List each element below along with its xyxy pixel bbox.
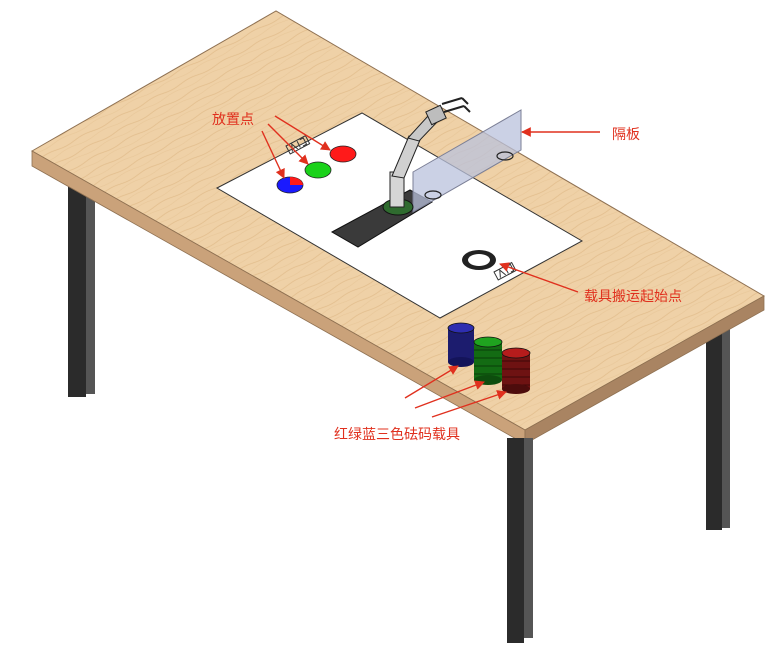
- arrow-carrier-blue: [404, 365, 459, 399]
- placement-green-circle: [304, 161, 332, 179]
- placement-red-circle: [329, 145, 357, 163]
- partition-panel: [412, 109, 522, 213]
- weight-carriers: [447, 322, 531, 394]
- carrier-start-point: [462, 250, 517, 281]
- robot-wrist: [425, 104, 447, 126]
- leg-front-left-side: [524, 438, 533, 638]
- label-placement-points: 放置点: [212, 112, 254, 128]
- robot-arm: [382, 97, 471, 216]
- arrow-placement-blue: [261, 130, 285, 179]
- leg-right-rear-side: [722, 312, 730, 528]
- carrier-blue: [447, 322, 475, 367]
- placement-blue-circle-red-wedge: [290, 177, 303, 185]
- leg-right-rear: [706, 312, 722, 530]
- arrow-carrier-green: [414, 380, 485, 409]
- arrow-carrier-red: [431, 390, 507, 418]
- carrier-red: [501, 347, 531, 394]
- leg-back-left: [68, 182, 86, 397]
- table-legs-back: [68, 182, 730, 530]
- label-partition: 隔板: [612, 127, 640, 143]
- label-carrier-start-point: 载具搬运起始点: [584, 289, 682, 305]
- table-legs-front: [507, 438, 533, 643]
- partition-glass: [412, 109, 522, 213]
- label-weight-carriers: 红绿蓝三色砝码载具: [334, 427, 460, 443]
- mat-mark-left: [285, 134, 311, 155]
- partition-foot-left: [424, 190, 442, 200]
- carrier-green: [473, 336, 503, 385]
- annotation-arrows: [261, 115, 600, 418]
- arrow-placement-red: [274, 115, 331, 151]
- placement-points: [276, 134, 357, 194]
- leg-back-left-side: [86, 182, 95, 394]
- robot-gripper: [441, 97, 471, 113]
- start-ring-inner: [468, 254, 490, 266]
- leg-front-left: [507, 438, 524, 643]
- arrow-placement-green: [267, 123, 309, 165]
- partition-foot-right: [496, 151, 514, 161]
- arrow-start-point: [499, 262, 579, 293]
